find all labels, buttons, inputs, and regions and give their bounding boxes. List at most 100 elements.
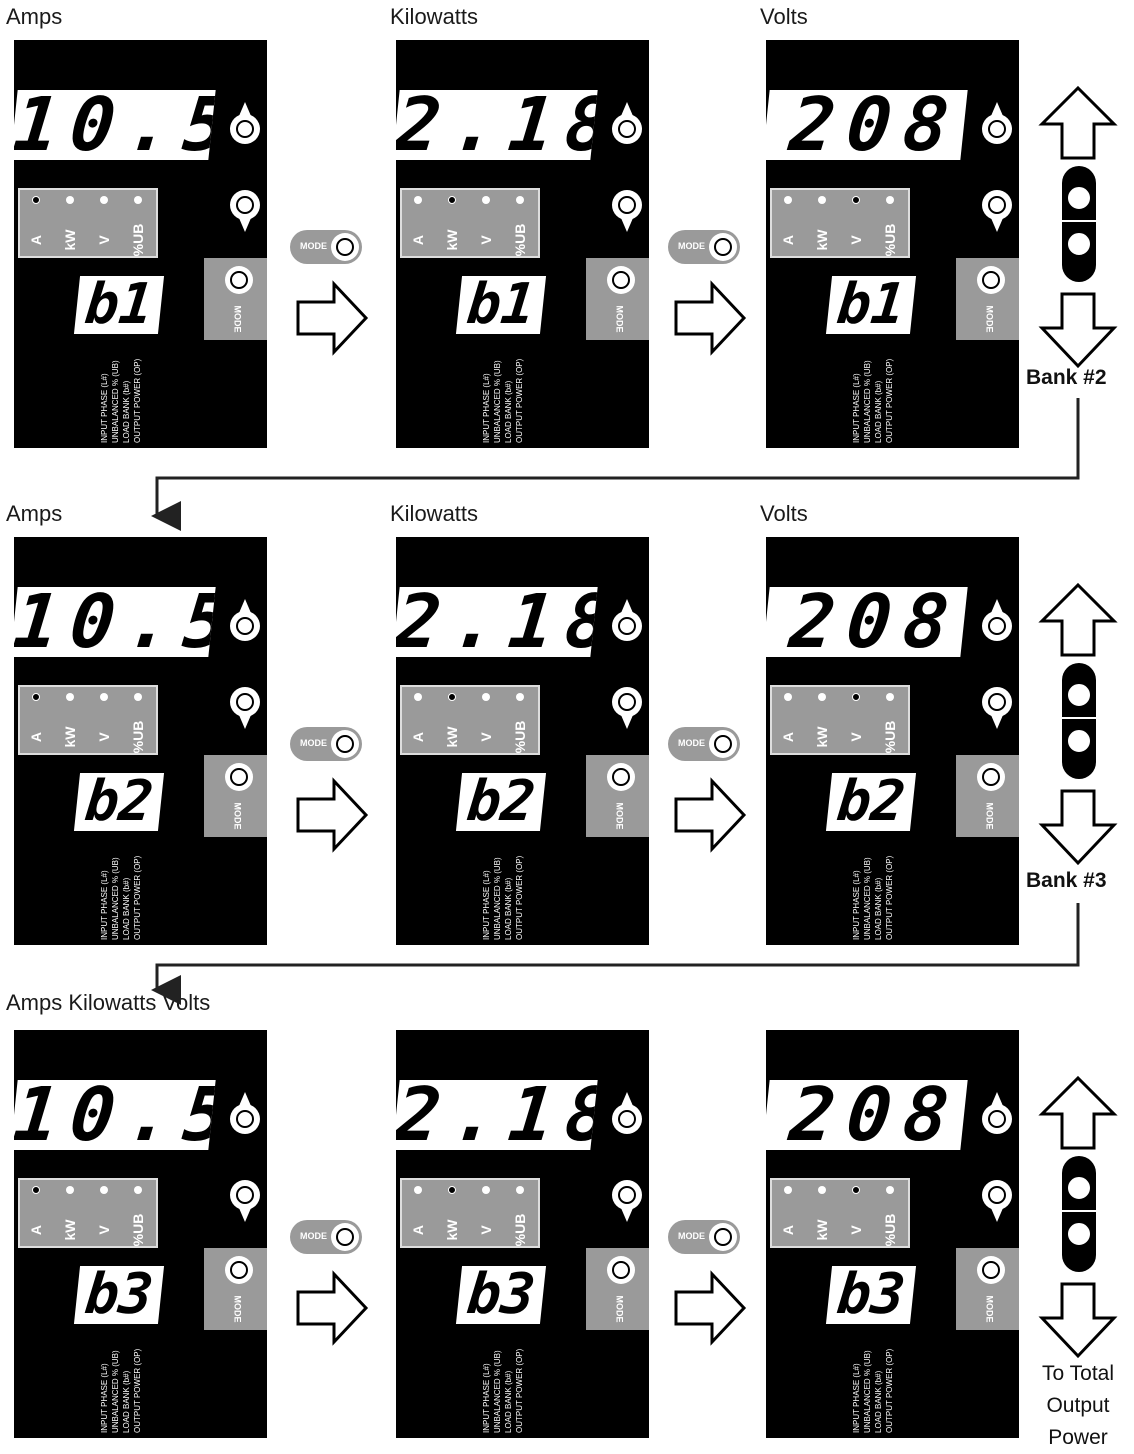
legend-line: LOAD BANK (b#) (504, 380, 513, 443)
legend-line: OUTPUT POWER (OP) (515, 855, 524, 940)
legend-line: OUTPUT POWER (OP) (885, 358, 894, 443)
indicator-label: V (96, 1225, 112, 1235)
mode-button[interactable] (607, 266, 635, 294)
mode-button[interactable] (977, 1256, 1005, 1284)
legend-block: INPUT PHASE (L#)UNBALANCED % (UB)LOAD BA… (62, 842, 172, 942)
legend-line: INPUT PHASE (L#) (852, 870, 861, 940)
indicator-label: A (410, 234, 426, 246)
legend-line: UNBALANCED % (UB) (863, 360, 872, 443)
down-button[interactable] (230, 1180, 260, 1222)
indicator-led (818, 196, 826, 204)
mode-button[interactable] (225, 1256, 253, 1284)
legend-line: UNBALANCED % (UB) (863, 1350, 872, 1433)
indicator-label: V (478, 235, 494, 245)
down-arrow-icon (1038, 292, 1118, 369)
up-button[interactable] (230, 599, 260, 641)
mode-key-area: MODE (586, 258, 649, 340)
up-button[interactable] (982, 102, 1012, 144)
button-pair-body (1062, 166, 1096, 282)
mode-pill[interactable]: MODE (668, 727, 740, 761)
mode-pill[interactable]: MODE (668, 230, 740, 264)
mode-step-arrow: MODE (290, 230, 370, 360)
indicator-led (414, 1186, 422, 1194)
up-button[interactable] (612, 599, 642, 641)
down-button[interactable] (612, 1180, 642, 1222)
mode-button[interactable] (977, 763, 1005, 791)
mode-button[interactable] (225, 763, 253, 791)
indicator-label: %UB (130, 223, 146, 257)
up-button[interactable] (230, 102, 260, 144)
end-label-line2: Output (1046, 1394, 1110, 1417)
indicator-label: A (780, 731, 796, 743)
indicator-led (66, 196, 74, 204)
bank-select-graphic (1038, 1075, 1118, 1359)
down-key-icon (1066, 1221, 1092, 1247)
mode-pill[interactable]: MODE (290, 230, 362, 264)
indicator-led (32, 693, 40, 701)
mode-pill[interactable]: MODE (668, 1220, 740, 1254)
mode-button[interactable] (607, 1256, 635, 1284)
legend-line: INPUT PHASE (L#) (100, 870, 109, 940)
legend-line: LOAD BANK (b#) (504, 1370, 513, 1433)
legend-line: LOAD BANK (b#) (874, 877, 883, 940)
down-button[interactable] (982, 687, 1012, 729)
mode-pill-button (331, 233, 359, 261)
legend-line: UNBALANCED % (UB) (493, 857, 502, 940)
up-button[interactable] (982, 599, 1012, 641)
right-arrow-icon (296, 280, 369, 356)
down-button[interactable] (230, 190, 260, 232)
up-button[interactable] (982, 1092, 1012, 1134)
right-arrow-icon (674, 1270, 747, 1346)
indicator-label: A (28, 1224, 44, 1236)
legend-line: OUTPUT POWER (OP) (515, 358, 524, 443)
down-button[interactable] (230, 687, 260, 729)
legend-line: UNBALANCED % (UB) (111, 1350, 120, 1433)
mode-pill-button (709, 1223, 737, 1251)
legend-line: INPUT PHASE (L#) (482, 870, 491, 940)
indicator-label: %UB (512, 720, 528, 754)
up-button[interactable] (612, 102, 642, 144)
mode-key-area: MODE (586, 1248, 649, 1330)
indicator-led (852, 196, 860, 204)
down-arrow-icon (1038, 789, 1118, 866)
legend-line: OUTPUT POWER (OP) (885, 855, 894, 940)
down-button[interactable] (982, 190, 1012, 232)
bank-select-graphic (1038, 85, 1118, 369)
legend-line: INPUT PHASE (L#) (852, 1363, 861, 1433)
bank-readout: b1 (455, 272, 547, 337)
indicator-label: kW (444, 726, 460, 748)
mode-pill[interactable]: MODE (290, 727, 362, 761)
mode-button[interactable] (977, 266, 1005, 294)
mode-button[interactable] (225, 266, 253, 294)
mode-button[interactable] (607, 763, 635, 791)
main-readout: 10.5 (14, 587, 216, 657)
mode-pill-text: MODE (300, 738, 327, 748)
down-key-icon (1066, 231, 1092, 257)
mode-pill-text: MODE (678, 1231, 705, 1241)
legend-line: OUTPUT POWER (OP) (133, 1348, 142, 1433)
indicator-led (516, 196, 524, 204)
mode-key-area: MODE (956, 1248, 1019, 1330)
row2-label-volts: Volts (760, 501, 808, 526)
indicator-led (134, 693, 142, 701)
indicator-label: kW (62, 229, 78, 251)
indicator-led (414, 693, 422, 701)
indicator-led (448, 693, 456, 701)
legend-line: UNBALANCED % (UB) (493, 1350, 502, 1433)
bank-select-graphic (1038, 582, 1118, 866)
main-readout: 208 (766, 90, 968, 160)
down-button[interactable] (982, 1180, 1012, 1222)
up-arrow-icon (1038, 1075, 1118, 1150)
indicator-led (516, 693, 524, 701)
up-button[interactable] (612, 1092, 642, 1134)
indicator-label: V (848, 732, 864, 742)
down-button[interactable] (612, 687, 642, 729)
mode-pill[interactable]: MODE (290, 1220, 362, 1254)
down-button[interactable] (612, 190, 642, 232)
up-button[interactable] (230, 1092, 260, 1134)
end-label-line1: To Total (1042, 1362, 1114, 1385)
